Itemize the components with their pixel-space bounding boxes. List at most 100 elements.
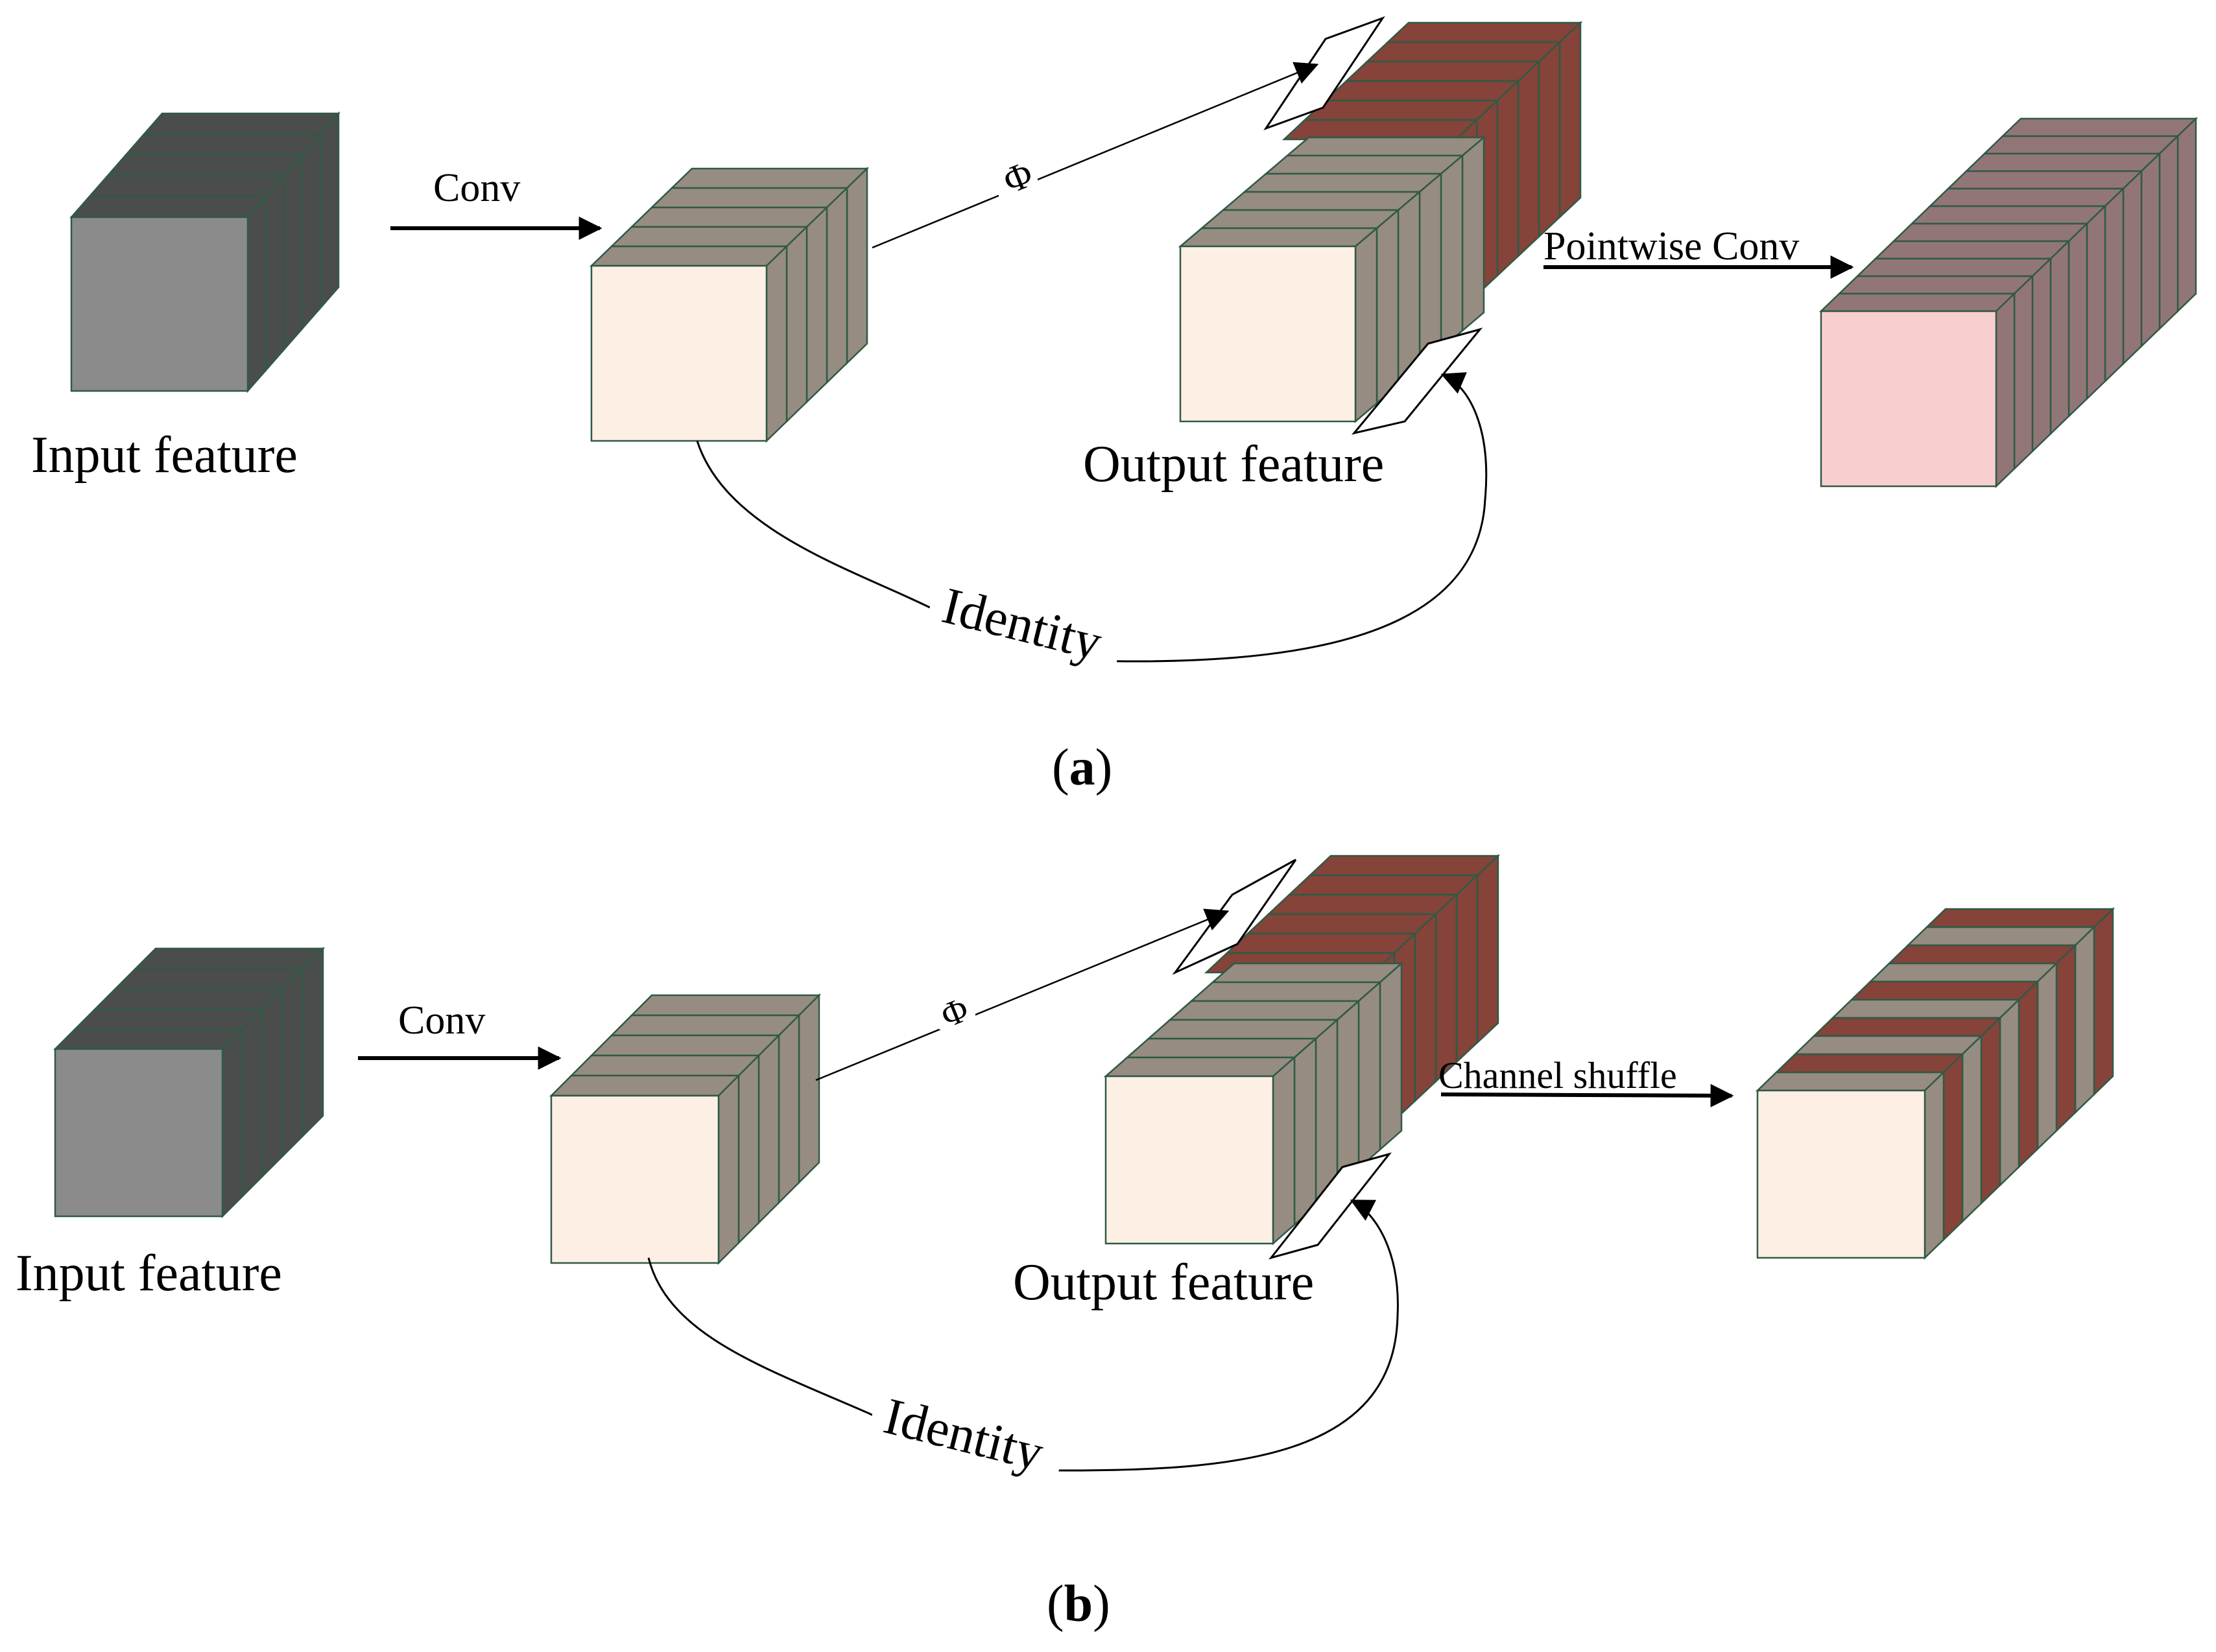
slice-top — [1221, 191, 1422, 211]
slice-top — [589, 1034, 781, 1057]
slice-top — [1385, 21, 1583, 43]
slice-side — [2018, 980, 2039, 1169]
slice-side — [1558, 21, 1582, 219]
shuffled-output-cube — [1755, 907, 2115, 1260]
slice-side — [1461, 136, 1485, 333]
front-face — [1179, 245, 1357, 423]
slice-top — [1830, 998, 2021, 1019]
phi-arrow — [815, 908, 1230, 1081]
slice-side — [1942, 1052, 1964, 1242]
pointwise-output-cube — [1818, 117, 2198, 488]
slice-side — [2049, 239, 2070, 436]
slice-side — [221, 1026, 244, 1219]
intrinsic-feature-cube — [1178, 136, 1486, 423]
slice-top — [1266, 893, 1459, 915]
slice-side — [301, 132, 322, 331]
slice-top — [1924, 908, 2115, 928]
front-face — [1756, 1089, 1926, 1259]
slice-side — [785, 225, 808, 423]
slice-top — [73, 1008, 265, 1030]
slice-side — [1924, 1070, 1945, 1260]
slice-top — [142, 112, 340, 136]
slice-side — [1496, 79, 1519, 277]
slice-side — [1980, 1016, 2001, 1205]
identity-arrow — [647, 1199, 1399, 1472]
slice-top — [113, 967, 305, 990]
slice-top — [1855, 257, 2053, 277]
channel-shuffle-arrow — [1440, 1083, 1734, 1107]
slice-top — [69, 195, 268, 218]
slice-top — [609, 1014, 802, 1037]
slice-side — [1397, 190, 1421, 387]
slice-side — [1293, 1037, 1317, 1227]
slice-top — [589, 245, 789, 267]
slice-side — [1435, 893, 1458, 1083]
slice-top — [1793, 1035, 1984, 1056]
front-face — [70, 216, 249, 392]
slice-side — [2122, 169, 2143, 366]
slice-side — [2067, 222, 2088, 418]
slice-top — [1344, 60, 1542, 82]
slice-top — [1281, 119, 1479, 141]
slice-top — [1964, 152, 2162, 172]
slice-side — [2093, 907, 2114, 1096]
slice-side — [757, 1033, 780, 1225]
conv-output-cube — [549, 993, 822, 1266]
conv-label: Conv — [398, 998, 485, 1043]
slice-side — [778, 1013, 800, 1205]
slice-side — [2140, 152, 2161, 348]
slice-top — [1755, 1071, 1946, 1092]
caption-b: (b) — [1047, 1575, 1110, 1633]
slice-side — [1455, 873, 1479, 1064]
slice-side — [246, 194, 267, 394]
output-feature-label: Output feature — [1083, 436, 1384, 493]
slice-top — [1946, 170, 2144, 190]
slice-top — [1849, 980, 2040, 1001]
slice-side — [1272, 1056, 1296, 1245]
slice-side — [805, 206, 828, 404]
slice-side — [302, 946, 324, 1139]
slice-side — [1476, 854, 1499, 1044]
slice-side — [2036, 962, 2058, 1151]
slice-top — [1818, 292, 2017, 313]
front-face — [1820, 310, 1997, 488]
front-face — [1104, 1075, 1274, 1245]
slice-top — [1210, 962, 1404, 984]
slice-top — [1242, 172, 1444, 193]
panel-a: Input feature Conv Φ Output feature Iden… — [31, 16, 2198, 796]
slice-top — [1285, 136, 1486, 157]
slice-side — [1995, 292, 2016, 488]
front-face — [54, 1048, 224, 1218]
slice-top — [1263, 154, 1465, 175]
slice-top — [1982, 135, 2180, 155]
input-feature-cube — [69, 111, 340, 394]
slice-top — [2000, 117, 2198, 137]
slice-side — [1376, 208, 1400, 405]
front-face — [590, 265, 768, 442]
input-feature-label: Input feature — [31, 427, 298, 484]
slice-side — [1336, 999, 1360, 1189]
slice-top — [649, 187, 850, 209]
slice-top — [1811, 1017, 2003, 1037]
pointwise-conv-label: Pointwise Conv — [1543, 224, 1799, 268]
slice-side — [798, 993, 820, 1185]
slice-top — [1167, 1000, 1361, 1021]
slice-side — [261, 986, 284, 1179]
intrinsic-feature-cube — [1103, 962, 1404, 1245]
identity-bracket — [1268, 1152, 1392, 1260]
slice-top — [1245, 913, 1438, 935]
panel-b: Input feature Conv Φ Output feature Iden… — [16, 854, 2115, 1633]
slice-side — [1999, 998, 2020, 1187]
slice-top — [106, 154, 304, 177]
slice-top — [1125, 1037, 1318, 1059]
slice-side — [1379, 962, 1403, 1151]
slice-top — [669, 167, 870, 189]
slice-side — [826, 186, 848, 384]
slice-top — [1364, 41, 1562, 63]
slice-top — [1178, 227, 1379, 248]
slice-top — [629, 994, 822, 1017]
slice-side — [283, 152, 304, 352]
slice-top — [1199, 209, 1401, 230]
slice-top — [1887, 944, 2078, 965]
ghost-feature-cube — [1204, 854, 1501, 1142]
